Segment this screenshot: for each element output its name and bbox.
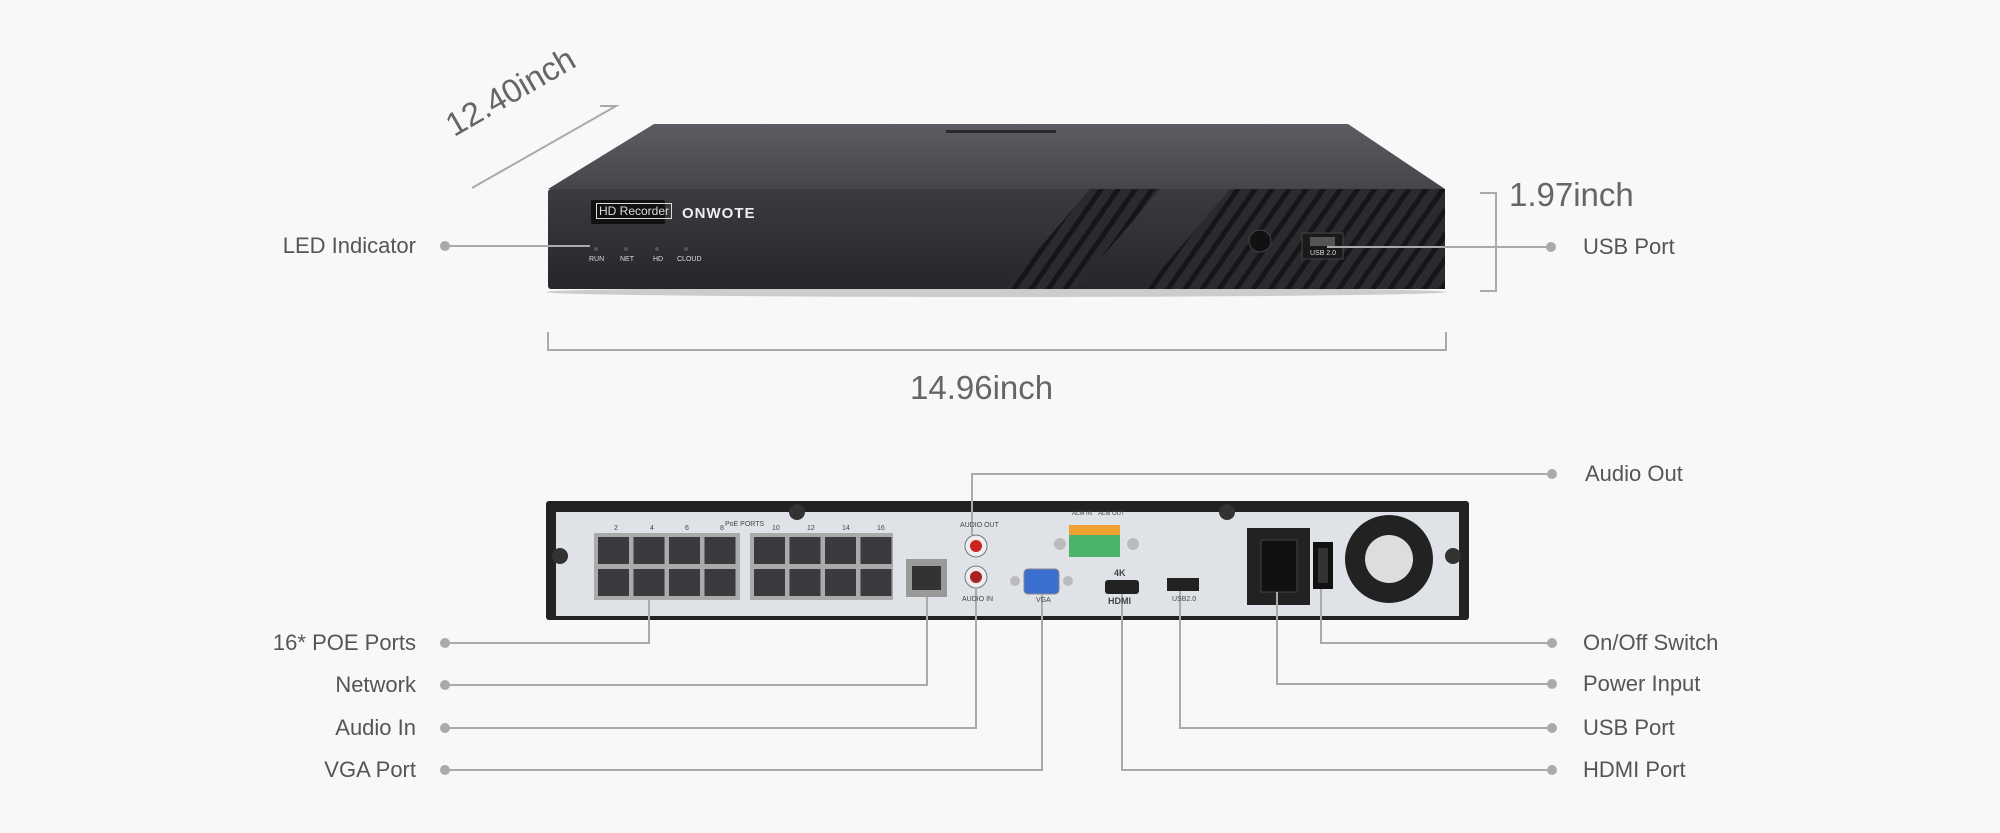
hdmi-text: HDMI: [1108, 596, 1131, 606]
brand-logo: ONWOTE: [682, 205, 756, 222]
poe-port: [789, 537, 821, 564]
poe-port: [633, 569, 665, 596]
led-hd: HD: [653, 256, 664, 263]
port-number: 12: [807, 525, 815, 532]
poe-port: [754, 537, 785, 564]
callout-vga-port: VGA Port: [324, 757, 416, 782]
poe-port: [598, 537, 629, 564]
port-number: 2: [614, 525, 618, 532]
callout-hdmi-port: HDMI Port: [1583, 757, 1686, 782]
port-number: 10: [772, 525, 780, 532]
hd-recorder-badge: HD Recorder: [596, 203, 673, 219]
callout-power-input: Power Input: [1583, 671, 1701, 696]
vga-text: VGA: [1036, 597, 1051, 604]
led-net: NET: [620, 256, 634, 263]
callout-audio-in: Audio In: [335, 715, 416, 740]
callout-led-indicator: LED Indicator: [282, 233, 416, 258]
callout-poe-ports: 16* POE Ports: [272, 630, 416, 655]
alarm-in-text: ALM IN: [1072, 511, 1093, 517]
alarm-out-text: ALM OUT: [1098, 511, 1125, 517]
poe-port: [754, 569, 785, 596]
callout-on-off-switch: On/Off Switch: [1583, 630, 1719, 655]
poe-port: [860, 569, 892, 596]
poe-port: [669, 537, 700, 564]
port-number: 16: [877, 525, 885, 532]
poe-port: [825, 537, 856, 564]
callout-network: Network: [335, 672, 416, 697]
audio-out-text: AUDIO OUT: [960, 522, 999, 529]
poe-port: [704, 537, 736, 564]
callout-usb-port-front: USB Port: [1583, 234, 1675, 259]
poe-ports-text: PoE PORTS: [725, 521, 765, 528]
poe-port: [789, 569, 821, 596]
poe-port: [633, 537, 665, 564]
led-run: RUN: [589, 256, 605, 263]
rear-view: [546, 501, 1469, 620]
poe-port: [598, 569, 629, 596]
audio-in-text: AUDIO IN: [962, 596, 994, 603]
poe-port: [825, 569, 856, 596]
front-usb-text: USB 2.0: [1310, 250, 1337, 257]
width-dimension: 14.96inch: [910, 369, 1054, 406]
usb-rear-text: USB2.0: [1172, 596, 1197, 603]
port-number: 14: [842, 525, 850, 532]
front-view: [546, 124, 1446, 297]
callout-dots: [440, 241, 1557, 775]
poe-port: [704, 569, 736, 596]
led-cloud: CLOUD: [677, 256, 702, 263]
poe-port: [860, 537, 892, 564]
port-number: 8: [720, 525, 724, 532]
callout-audio-out: Audio Out: [1585, 461, 1683, 486]
callout-usb-port-rear: USB Port: [1583, 715, 1675, 740]
callout-lines: [445, 105, 1552, 771]
height-dimension: 1.97inch: [1509, 176, 1634, 213]
port-number: 4: [650, 525, 654, 532]
hdmi-4k-text: 4K: [1114, 568, 1126, 578]
poe-port: [669, 569, 700, 596]
port-number: 6: [685, 525, 689, 532]
